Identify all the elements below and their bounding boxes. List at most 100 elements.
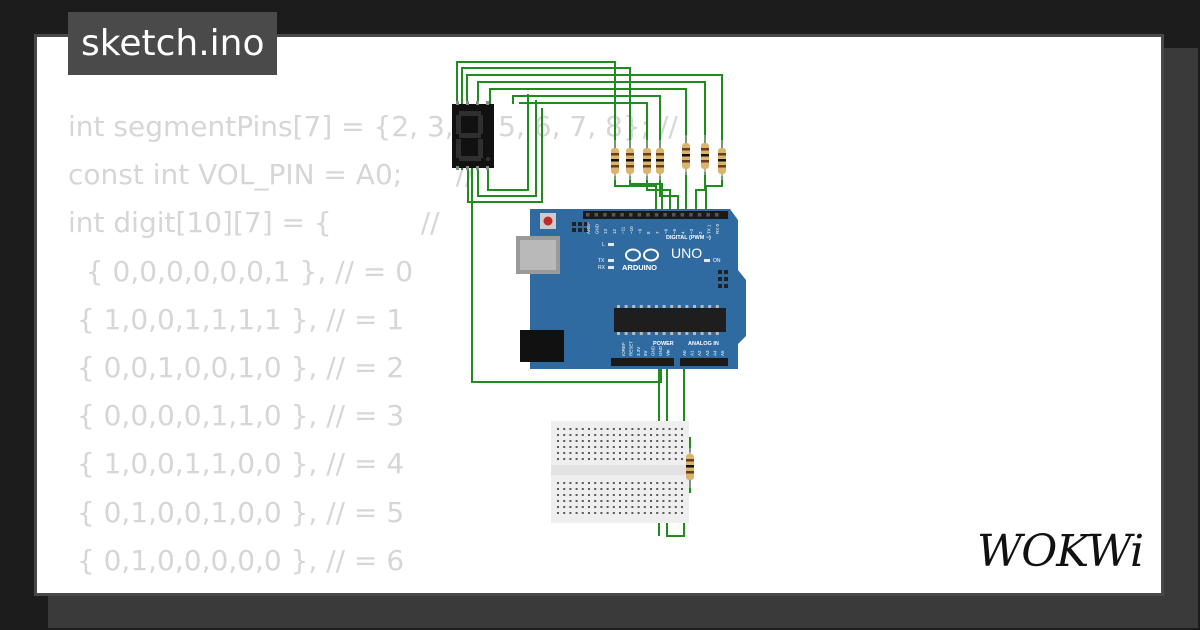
analog-header[interactable] [680,358,728,366]
breadboard-hole [674,434,677,436]
breadboard-hole [557,494,559,496]
breadboard-hole [594,434,597,436]
breadboard-hole [650,446,652,448]
breadboard-hole [600,506,603,508]
breadboard-hole [681,434,683,436]
code-line: { 0,0,0,0,1,1,0 }, // = 3 [68,399,405,433]
breadboard-hole [581,446,584,448]
breadboard-hole [619,500,621,502]
icsp-header [572,222,728,288]
pin-label: RESET [628,341,633,356]
breadboard-hole [557,434,559,436]
breadboard-hole [581,428,584,430]
header-pin[interactable] [697,213,702,217]
breadboard-hole [631,482,634,484]
breadboard-hole [581,488,584,490]
pin-label: TX 1 [706,224,711,234]
chip-pin [685,332,689,335]
header-pin[interactable] [654,213,659,217]
pin-label: AREF [586,222,591,234]
breadboard-hole [625,506,628,508]
breadboard-hole [631,452,634,454]
breadboard-hole [569,446,572,448]
pin-label: A0 [682,350,687,356]
code-line: int digit[10][7] = { // [68,206,440,240]
breadboard-hole [600,482,603,484]
breadboard-hole [569,512,572,514]
breadboard-hole [612,482,615,484]
header-pin[interactable] [637,213,642,217]
breadboard-hole [650,482,652,484]
chip-pin [700,305,704,308]
chip-pin [639,332,643,335]
breadboard-hole [557,428,559,430]
led-tx-label: TX [598,258,605,264]
pot-resistor[interactable] [686,448,694,488]
breadboard-hole [575,452,578,454]
breadboard-hole [557,440,559,442]
breadboard-hole [594,452,597,454]
header-pin[interactable] [594,213,599,217]
breadboard-hole [637,488,640,490]
wire-r6 [695,172,706,212]
pin-label: ~5 [672,228,677,234]
breadboard-hole [631,434,634,436]
breadboard-hole [588,506,590,508]
breadboard-hole [581,506,584,508]
breadboard-hole [668,458,671,460]
chip-pin [708,305,712,308]
breadboard-hole [668,512,671,514]
breadboard-hole [625,500,628,502]
breadboard-hole [681,458,683,460]
arduino-uno-board[interactable]: ARDUINO UNO DIGITAL (PWM ~) POWER ANALOG… [516,209,746,369]
header-pin[interactable] [706,213,710,217]
breadboard-hole [656,440,659,442]
chip-pin [617,332,620,335]
chip-pin [624,305,628,308]
header-pin[interactable] [603,213,607,217]
breadboard-hole [674,482,677,484]
header-pin[interactable] [672,213,676,217]
breadboard-hole [594,488,597,490]
breadboard-hole [606,428,609,430]
code-line: { 0,0,0,0,0,0,1 }, // = 0 [68,254,414,288]
breadboard-hole [588,434,590,436]
header-pin[interactable] [646,213,650,217]
breadboard[interactable] [551,421,689,523]
breadboard-hole [643,452,646,454]
breadboard-hole [662,512,665,514]
breadboard-hole [637,434,640,436]
header-pin[interactable] [586,213,590,217]
code-line: { 0,1,0,0,1,0,0 }, // = 5 [68,495,405,529]
breadboard-hole [625,440,628,442]
breadboard-hole [619,506,621,508]
breadboard-hole [681,428,683,430]
header-pin[interactable] [620,213,624,217]
wire-f [512,95,661,150]
breadboard-hole [656,512,659,514]
header-pin[interactable] [680,213,685,217]
code-line: { 0,0,1,0,0,1,0 }, // = 2 [68,351,405,385]
resistor-array[interactable] [611,135,726,180]
seven-segment-display[interactable] [452,101,494,170]
header-pin[interactable] [629,213,633,217]
breadboard-hole [594,500,597,502]
header-pin[interactable] [715,213,719,217]
display-segments [456,111,491,162]
breadboard-hole [619,494,621,496]
breadboard-hole [637,506,640,508]
chip-pin [632,305,636,308]
breadboard-hole [674,500,677,502]
header-pin[interactable] [689,213,693,217]
breadboard-hole [600,500,603,502]
header-pin[interactable] [663,213,667,217]
breadboard-hole [569,428,572,430]
breadboard-hole [581,452,584,454]
breadboard-hole [668,434,671,436]
power-header[interactable] [611,358,674,366]
header-pin[interactable] [611,213,616,217]
pin-label: A4 [712,350,717,356]
pin-label: 5V [643,350,648,356]
breadboard-hole [594,506,597,508]
